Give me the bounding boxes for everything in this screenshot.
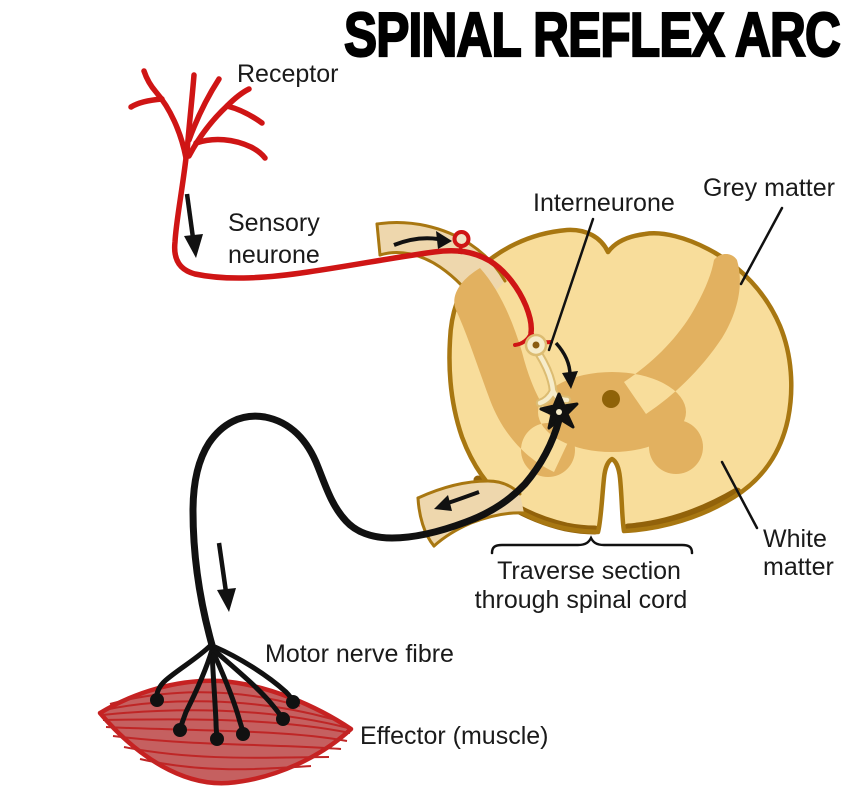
- sensory-neurone-label-line2: neurone: [228, 241, 320, 269]
- receptor-label: Receptor: [237, 60, 338, 88]
- title: SPINAL REFLEX ARC: [343, 0, 842, 70]
- receptor-branches: [128, 68, 268, 161]
- ventral-root-arrow: [434, 490, 480, 511]
- sensory-fibre: [171, 155, 534, 336]
- motor-end-plates: [150, 693, 300, 746]
- traverse-section-brace: [490, 535, 694, 555]
- muscle-body: [97, 678, 354, 786]
- effector-muscle: [97, 678, 354, 786]
- page-title: SPINAL REFLEX ARC: [344, 0, 840, 69]
- dorsal-root-arrow: [393, 231, 452, 249]
- interneurone-pointer-line: [547, 217, 595, 352]
- motor-direction-arrow: [216, 542, 236, 612]
- white-matter-pointer-line: [720, 460, 759, 530]
- grey-matter-pointer-line: [739, 206, 784, 286]
- interneurone-nucleus: [532, 341, 540, 349]
- ventral-root: [416, 479, 526, 548]
- sensory-direction-arrow: [184, 193, 203, 258]
- grey-matter-label: Grey matter: [703, 174, 835, 202]
- traverse-section-label-line1: Traverse section: [497, 557, 681, 585]
- traverse-section-label-line2: through spinal cord: [475, 586, 688, 614]
- sensory-neurone-label-line1: Sensory: [228, 209, 320, 237]
- sensory-cell-body: [452, 230, 471, 255]
- motor-nerve-fibre-label: Motor nerve fibre: [265, 640, 454, 668]
- interneurone-label: Interneurone: [533, 189, 675, 217]
- central-canal: [602, 390, 620, 408]
- white-matter-label-line1: White: [763, 525, 827, 553]
- motor-fibre: [189, 412, 563, 649]
- white-matter-label-line2: matter: [763, 553, 834, 581]
- grey-matter-region: [454, 254, 740, 477]
- effector-muscle-label: Effector (muscle): [360, 722, 548, 750]
- interneurone-impulse-arrow: [554, 341, 578, 389]
- muscle-striations: [101, 691, 351, 771]
- cord-outline: [447, 227, 794, 535]
